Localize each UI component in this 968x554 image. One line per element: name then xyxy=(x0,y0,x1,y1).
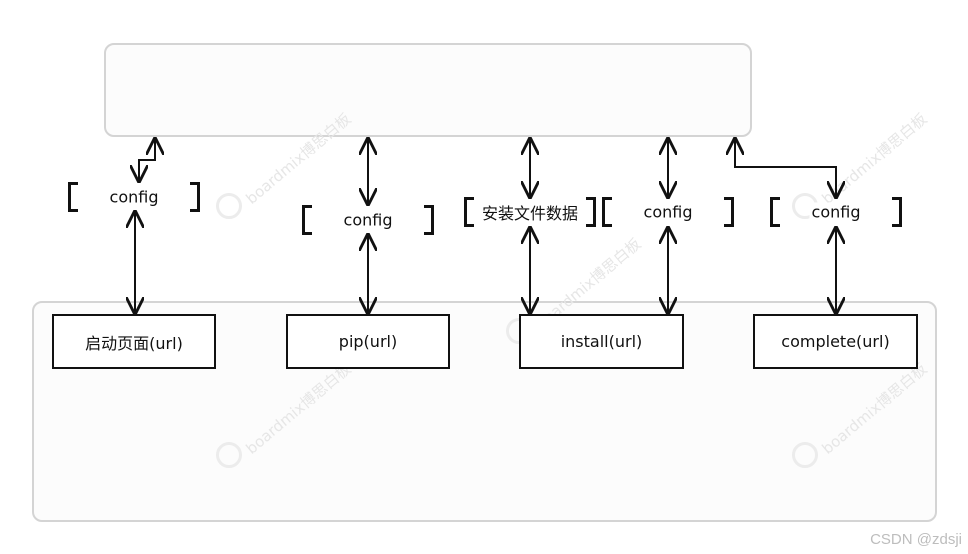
complete-page-box: complete(url) xyxy=(753,314,918,369)
data-bracket-right xyxy=(586,197,596,227)
install-page-box: install(url) xyxy=(519,314,684,369)
config3-bracket-left xyxy=(602,197,612,227)
start-page-box: 启动页面(url) xyxy=(52,314,216,369)
connector-config1-store xyxy=(139,139,155,181)
credit-text: CSDN @zdsji xyxy=(870,531,962,548)
data-bracket-left xyxy=(464,197,474,227)
config3-label: config xyxy=(641,202,695,222)
install-data-label: 安装文件数据 xyxy=(479,200,581,224)
pip-page-box: pip(url) xyxy=(286,314,450,369)
shared-store-panel xyxy=(104,43,752,137)
config1-label: config xyxy=(107,187,161,207)
watermark-logo-icon xyxy=(216,193,242,219)
watermark-logo-icon xyxy=(216,442,242,468)
config2-bracket-left xyxy=(302,205,312,235)
connector-config4-store xyxy=(735,139,836,197)
config4-label: config xyxy=(809,202,863,222)
config1-bracket-left xyxy=(68,182,78,212)
config3-bracket-right xyxy=(724,197,734,227)
config1-bracket-right xyxy=(190,182,200,212)
config4-bracket-right xyxy=(892,197,902,227)
config4-bracket-left xyxy=(770,197,780,227)
config2-bracket-right xyxy=(424,205,434,235)
config2-label: config xyxy=(341,210,395,230)
watermark-logo-icon xyxy=(792,442,818,468)
